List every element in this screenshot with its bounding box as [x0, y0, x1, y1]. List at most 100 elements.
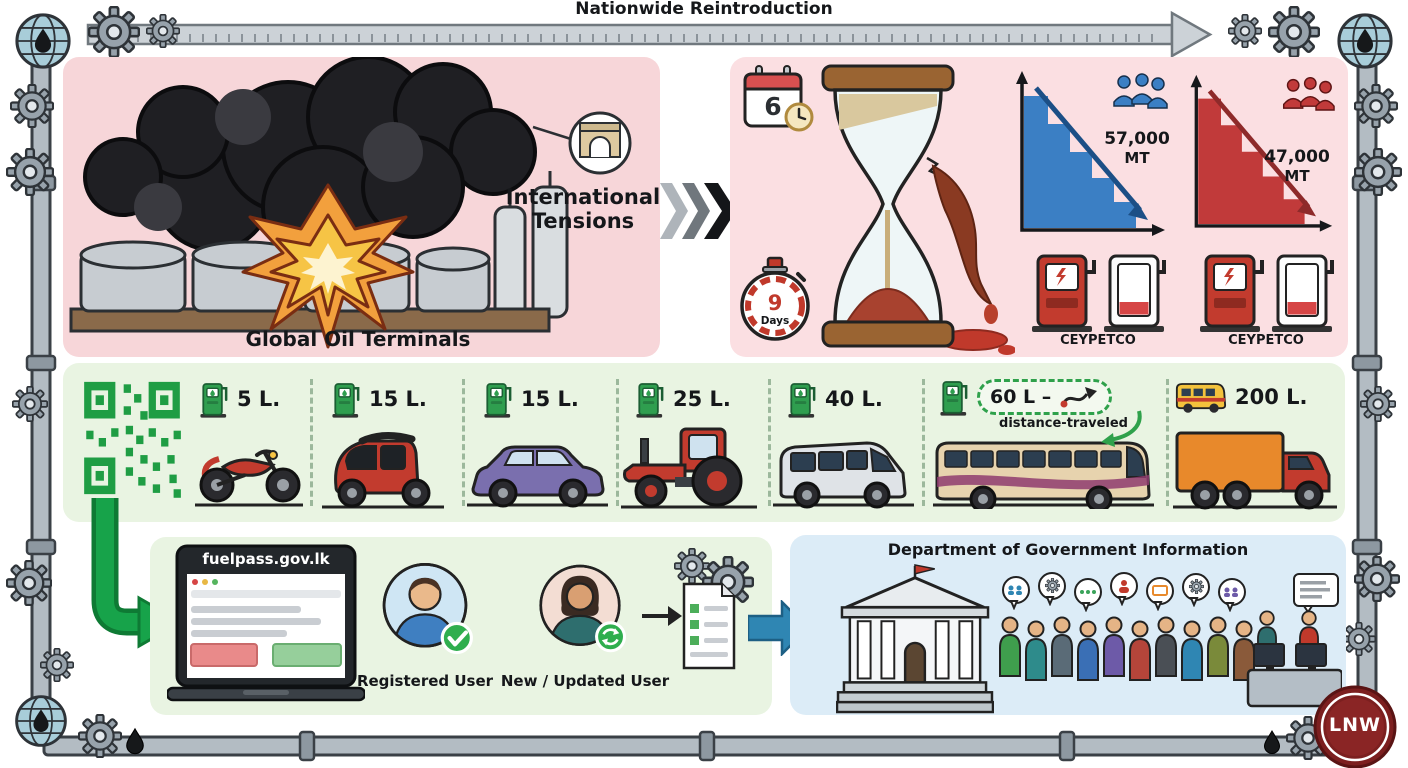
to-form-arrow-icon: [642, 606, 682, 626]
oil-drop-icon: [1263, 730, 1281, 755]
international-tensions-label: International Tensions: [505, 185, 661, 234]
bus-illustration: [933, 441, 1154, 509]
diesel-stock-amount: 47,000: [1264, 147, 1330, 167]
qr-code: [84, 381, 181, 498]
quota-truck: 200 L.: [1175, 381, 1308, 413]
curved-arrow-icon: [1101, 410, 1142, 447]
fuel-quota-strip: 5 L. 15 L. 15 L.: [63, 363, 1345, 522]
divider: [310, 379, 313, 506]
quota-label: 15 L.: [521, 387, 579, 411]
hourglass-illustration: [821, 64, 1015, 355]
check-badge-icon: [440, 621, 473, 655]
motorcycle-illustration: [195, 449, 303, 507]
quota-label: 15 L.: [369, 387, 427, 411]
gear-icon: [1342, 622, 1376, 656]
diesel-stock-unit: MT: [1284, 167, 1310, 185]
registration-form-document: [682, 582, 736, 670]
gear-icon: [146, 14, 180, 48]
government-building-illustration: [836, 564, 994, 714]
divider: [1166, 379, 1169, 506]
burning-oil-terminals-illustration: [69, 57, 632, 349]
gear-icon: [78, 714, 122, 758]
quota-bus: 60 L –: [939, 377, 1113, 417]
distance-quota-box: 60 L –: [977, 379, 1113, 415]
registered-user-avatar: [382, 563, 473, 655]
monitor-icon: [1295, 643, 1327, 667]
quota-label: 5 L.: [237, 387, 281, 411]
refresh-badge-icon: [595, 621, 627, 653]
stopwatch-value: 9: [767, 291, 783, 315]
gear-icon: [1354, 84, 1398, 128]
fuelpass-website-laptop: [167, 544, 365, 702]
explosion-icon: [241, 183, 415, 349]
fuel-pump-icon: [483, 382, 512, 419]
lnw-logo-badge: [1313, 685, 1397, 768]
quota-label: 60 L –: [990, 386, 1052, 408]
divider: [462, 379, 465, 506]
lnw-logo-text: LNW: [1329, 714, 1381, 736]
bus-icon: [1175, 383, 1227, 413]
van-illustration: [773, 441, 914, 509]
registered-user-label: Registered User: [356, 672, 494, 690]
diesel-stock-decline-chart: [1190, 74, 1335, 232]
users-icon: [1282, 76, 1335, 111]
list-bubble: [1293, 573, 1339, 614]
globe-icon: [15, 695, 67, 747]
fuel-pumps-icon: [1030, 254, 1166, 334]
divider: [922, 379, 925, 506]
lnw-logo: LNW: [1312, 684, 1398, 768]
gear-icon: [12, 386, 48, 422]
transition-chevrons-icon: [660, 183, 736, 239]
quota-tractor: 25 L.: [635, 379, 731, 419]
quota-label: 25 L.: [673, 387, 731, 411]
global-crisis-panel: International Tensions Global Oil Termin…: [63, 57, 660, 357]
government-panel-title: Department of Government Information: [887, 540, 1249, 559]
service-counter: [1246, 610, 1342, 708]
new-user-label: New / Updated User: [500, 672, 670, 690]
gear-icon: [1045, 578, 1060, 593]
globe-icon: [15, 13, 71, 69]
gear-icon: [1228, 14, 1262, 48]
government-info-panel: Department of Government Information: [790, 535, 1346, 715]
distance-traveled-note: distance-traveled: [999, 416, 1128, 431]
quota-three-wheeler: 15 L.: [331, 379, 427, 419]
petrol-stock-unit: MT: [1124, 149, 1150, 167]
public-queue-illustration: [999, 572, 1342, 708]
quota-label: 40 L.: [825, 387, 883, 411]
calendar-icon: [743, 65, 803, 128]
petrol-stock-decline-chart: [1016, 71, 1168, 236]
gear-icon: [6, 148, 54, 196]
speech-bubbles: [1002, 572, 1339, 614]
quota-motorcycle: 5 L.: [199, 379, 280, 419]
flag-icon: [914, 564, 935, 575]
tractor-illustration: [621, 427, 757, 509]
banner-title: Nationwide Reintroduction: [575, 0, 833, 19]
fuel-pumps-icon: [1198, 254, 1334, 334]
brand-label: CEYPETCO: [1228, 333, 1304, 348]
truck-illustration: [1173, 431, 1337, 510]
gear-icon: [6, 560, 52, 606]
gear-icon: [1189, 579, 1204, 594]
stopwatch-unit: Days: [760, 315, 790, 327]
fuel-pump-icon: [635, 382, 664, 419]
gear-icon: [40, 648, 74, 682]
brand-label: CEYPETCO: [1060, 333, 1136, 348]
route-icon: [1060, 387, 1098, 408]
refinery-towers: [493, 171, 569, 319]
users-icon: [1113, 73, 1168, 109]
fuel-shortage-panel: 6 9 Days: [730, 57, 1348, 357]
oil-drop-icon: [126, 728, 144, 755]
quota-label: 200 L.: [1235, 385, 1308, 409]
gear-icon: [1360, 386, 1396, 422]
calendar-day: 6: [764, 92, 782, 121]
divider: [616, 379, 619, 506]
globe-icon: [1337, 13, 1393, 69]
fuel-pump-icon: [331, 382, 360, 419]
fuel-pump-icon: [939, 380, 968, 417]
divider: [768, 379, 771, 506]
fuel-pump-icon: [199, 382, 228, 419]
stopwatch-icon: [740, 256, 810, 341]
website-url: fuelpass.gov.lk: [202, 550, 330, 568]
gear-icon: [10, 84, 54, 128]
